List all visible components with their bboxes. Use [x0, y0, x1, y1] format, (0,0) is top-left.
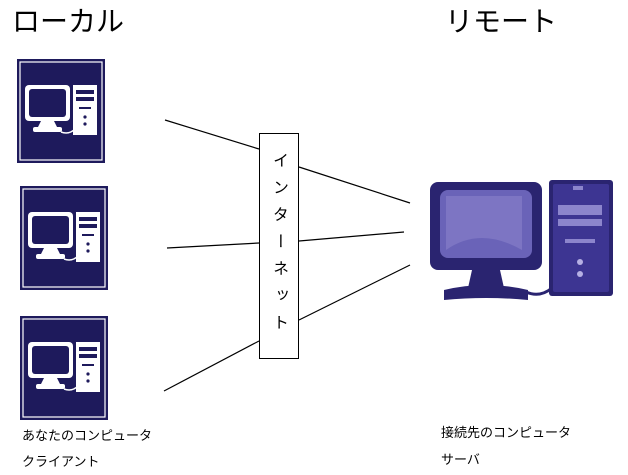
- client-computer-2-icon: [19, 185, 109, 291]
- internet-box: インターネット: [259, 133, 299, 359]
- remote-caption-line1: 接続先のコンピュータ: [441, 426, 572, 441]
- client-computer-3-icon: [19, 315, 109, 421]
- line-internet-to-server-2: [298, 231, 405, 242]
- internet-label: インターネット: [270, 151, 289, 341]
- local-title: ローカル: [12, 5, 125, 38]
- line-client-2-to-internet: [166, 242, 260, 249]
- remote-caption-line2: サーバ: [441, 453, 480, 468]
- remote-title: リモート: [445, 5, 558, 38]
- line-client-3-to-internet: [163, 340, 260, 392]
- line-internet-to-server-3: [298, 264, 411, 321]
- line-internet-to-server-1: [298, 166, 411, 204]
- local-caption-line2: クライアント: [22, 455, 100, 470]
- line-client-1-to-internet: [164, 119, 260, 150]
- server-computer-icon: [430, 180, 613, 300]
- local-caption-line1: あなたのコンピュータ: [22, 429, 153, 444]
- client-computer-1-icon: [16, 58, 106, 164]
